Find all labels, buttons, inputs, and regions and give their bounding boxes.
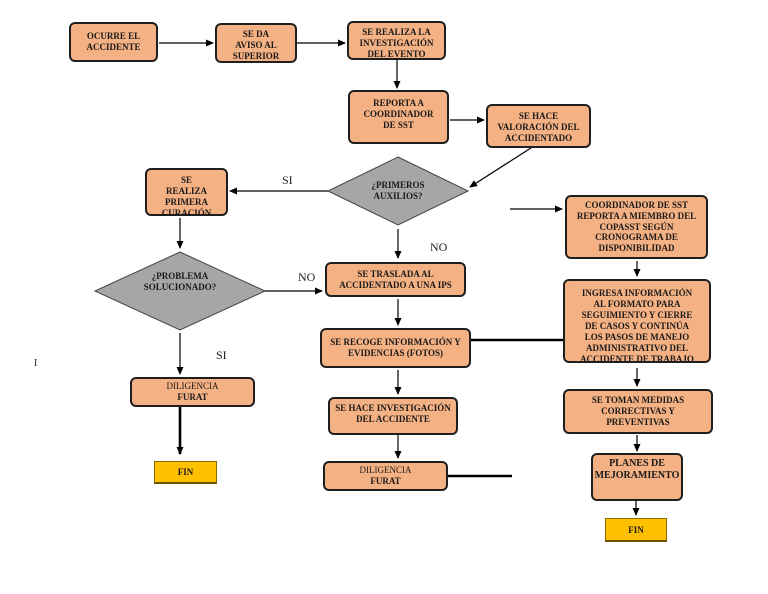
decision-problema-solucionado-text: ¿Problema solucionado? [143, 271, 217, 293]
node-ingresa-informacion: Ingresa información al formato para segu… [563, 279, 711, 363]
node-traslada-ips: Se traslada al accidentado a una IPS [325, 262, 466, 297]
node-valoracion-accidentado: Se hace valoración del accidentado [486, 104, 591, 148]
end-terminal-right: FIN [605, 518, 667, 542]
label-si-problema: SI [216, 348, 227, 362]
node-investigacion-evento: Se realiza la investigación del evento [347, 21, 446, 60]
label-si-primeros-auxilios: SI [282, 173, 293, 187]
end-terminal-left: FIN [154, 461, 217, 484]
node-recoge-informacion: Se recoge información y evidencias (foto… [320, 328, 471, 368]
label-no-problema: NO [298, 270, 316, 284]
node-diligencia-furat-center: Diligencia FURAT [323, 461, 448, 491]
arrow-valoracion-auxilios [469, 145, 535, 188]
node-coordinador-copasst: Coordinador de SST reporta a miembro del… [565, 195, 708, 259]
node-planes-mejoramiento: Planes de mejoramiento [591, 453, 683, 501]
node-aviso-superior: Se da aviso al superior [215, 23, 297, 63]
node-diligencia-furat-left: Diligencia FURAT [130, 377, 255, 407]
node-investigacion-accidente: Se hace investigación del accidente [328, 397, 458, 435]
node-medidas-correctivas: Se toman medidas correctivas y preventiv… [563, 389, 713, 434]
decision-diamond-problema-solucionado [93, 251, 267, 331]
decision-diamond-primeros-auxilios [326, 156, 470, 226]
stray-mark: I [34, 358, 38, 369]
label-no-primeros-auxilios: NO [430, 240, 448, 254]
node-ocurre-accidente: Ocurre el accidente [69, 22, 158, 62]
node-primera-curacion: Se realiza primera curación [145, 168, 228, 216]
node-reporta-coordinador: Reporta a coordinador de SST [348, 90, 449, 144]
decision-primeros-auxilios-text: ¿Primeros auxilios? [371, 179, 425, 201]
